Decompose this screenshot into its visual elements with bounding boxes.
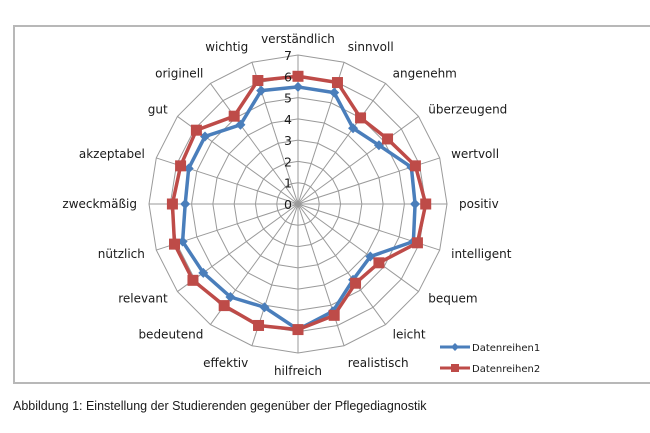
category-label: positiv: [459, 197, 499, 211]
diamond-marker-icon: [410, 199, 421, 209]
grid-spoke: [297, 203, 419, 292]
tick-label: 5: [284, 91, 292, 106]
diamond-marker-icon: [225, 291, 236, 302]
category-label: bequem: [428, 292, 477, 306]
category-label: intelligent: [451, 247, 512, 261]
diamond-marker-icon: [348, 123, 359, 134]
square-marker-icon: [292, 324, 304, 336]
grid-spoke: [297, 116, 419, 205]
legend-label-series1: Datenreihen1: [472, 343, 540, 354]
category-label: realistisch: [348, 356, 409, 370]
category-label: hilfreich: [274, 364, 322, 378]
category-label: effektiv: [203, 356, 248, 370]
square-marker-icon: [187, 274, 199, 286]
diamond-marker-icon: [198, 267, 209, 278]
tick-label: 7: [284, 48, 292, 63]
diamond-marker-icon: [293, 81, 303, 92]
diamond-marker-icon: [183, 163, 194, 174]
legend-label-series2: Datenreihen2: [472, 364, 540, 375]
grid-spoke: [210, 83, 299, 205]
square-marker-icon: [328, 309, 340, 321]
diamond-marker-icon: [180, 199, 191, 209]
square-marker-icon: [218, 300, 230, 312]
grid-spoke: [297, 203, 386, 325]
diamond-marker-icon: [256, 85, 267, 96]
tick-label: 2: [284, 154, 292, 169]
radial-tick-labels: 0 1 2 3 4 5 6 7: [284, 48, 292, 212]
radar-series: [166, 70, 432, 336]
category-label: relevant: [118, 292, 168, 306]
tick-label: 6: [284, 69, 292, 84]
category-label: wertvoll: [451, 147, 499, 161]
chart-legend: Datenreihen1 Datenreihen2: [440, 343, 540, 375]
tick-label: 3: [284, 133, 292, 148]
square-marker-icon: [373, 257, 385, 269]
category-label: wichtig: [205, 40, 248, 54]
square-marker-icon: [190, 124, 202, 136]
legend-item-series1: Datenreihen1: [440, 343, 540, 354]
diamond-marker-icon: [200, 131, 211, 142]
square-marker-icon: [382, 133, 394, 145]
diamond-marker-icon: [259, 302, 270, 313]
grid-spoke: [297, 83, 386, 205]
series-2: [166, 70, 432, 336]
legend-item-series2: Datenreihen2: [440, 364, 540, 375]
square-marker-icon: [411, 237, 423, 249]
radar-grid: [148, 54, 448, 354]
category-label: zweckmäßig: [62, 197, 137, 211]
square-marker-icon: [252, 75, 264, 87]
square-marker-icon: [409, 160, 421, 172]
category-label: sinnvoll: [348, 40, 394, 54]
category-label: nützlich: [98, 247, 145, 261]
diamond-marker-icon: [451, 343, 459, 351]
category-label: überzeugend: [428, 102, 507, 116]
tick-label: 0: [284, 197, 292, 212]
square-marker-icon: [175, 160, 187, 172]
category-label: gut: [148, 102, 168, 116]
category-label: leicht: [393, 327, 426, 341]
square-marker-icon: [355, 112, 367, 124]
square-marker-icon: [228, 110, 240, 122]
diamond-marker-icon: [235, 119, 246, 130]
diamond-marker-icon: [365, 251, 376, 262]
diamond-marker-icon: [329, 87, 340, 98]
category-label: originell: [155, 67, 203, 81]
diamond-marker-icon: [373, 140, 384, 151]
category-label: bedeutend: [138, 327, 203, 341]
square-marker-icon: [331, 77, 343, 89]
square-marker-icon: [420, 198, 432, 210]
figure-caption: Abbildung 1: Einstellung der Studierende…: [13, 399, 427, 413]
square-marker-icon: [292, 70, 304, 82]
category-label: angenehm: [393, 67, 457, 81]
tick-label: 4: [284, 112, 292, 127]
square-marker-icon: [451, 364, 459, 372]
category-label: verständlich: [261, 32, 335, 46]
tick-label: 1: [284, 176, 292, 191]
square-marker-icon: [350, 277, 362, 289]
square-marker-icon: [166, 198, 178, 210]
diamond-marker-icon: [177, 236, 188, 247]
category-labels: verständlich sinnvoll angenehm überzeugend w…: [62, 32, 511, 378]
category-label: akzeptabel: [79, 147, 145, 161]
square-marker-icon: [253, 319, 265, 331]
grid-spoke: [297, 203, 345, 346]
square-marker-icon: [169, 238, 181, 250]
